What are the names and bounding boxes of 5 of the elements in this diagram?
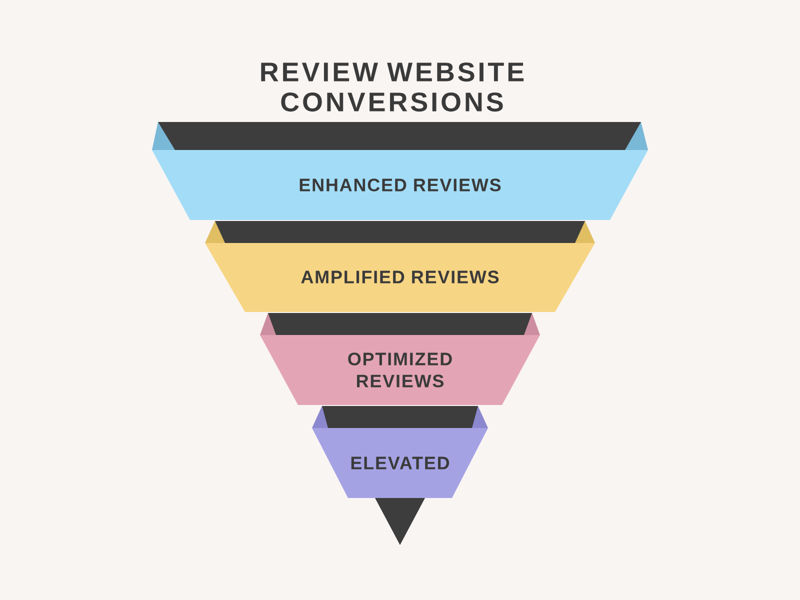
funnel-band: OPTIMIZED REVIEWS — [260, 335, 540, 405]
funnel-band: AMPLIFIED REVIEWS — [205, 243, 595, 312]
funnel-band: ELEVATED — [312, 428, 488, 498]
funnel-band: ENHANCED REVIEWS — [152, 150, 648, 220]
title: REVIEW WEBSITE CONVERSIONS — [261, 62, 524, 112]
